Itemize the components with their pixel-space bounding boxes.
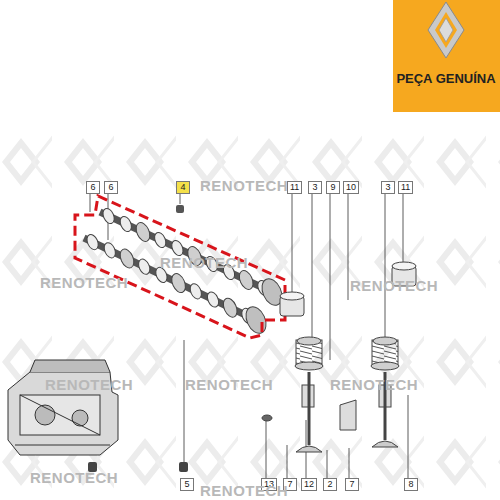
callout-number: 12 — [301, 478, 317, 491]
watermark: RENOTECH — [200, 483, 288, 498]
watermark: RENOTECH — [45, 377, 133, 392]
watermark: RENOTECH — [160, 255, 248, 270]
callout-number: 4 — [176, 181, 190, 194]
watermark: RENOTECH — [200, 178, 288, 193]
callout-number: 3 — [308, 181, 322, 194]
callout-number: 11 — [398, 181, 413, 194]
callout-number: 3 — [381, 181, 395, 194]
callout-number: 6 — [86, 181, 100, 194]
callout-number: 8 — [404, 478, 418, 491]
watermark: RENOTECH — [350, 278, 438, 293]
callout-number: 7 — [345, 478, 359, 491]
callout-number: 11 — [287, 181, 302, 194]
watermark: RENOTECH — [185, 377, 273, 392]
watermark: RENOTECH — [40, 275, 128, 290]
callout-number: 2 — [323, 478, 337, 491]
watermark: RENOTECH — [330, 377, 418, 392]
watermark: RENOTECH — [30, 470, 118, 485]
badge-text: PEÇA GENUÍNA — [396, 72, 495, 85]
callout-number: 9 — [326, 181, 340, 194]
callout-number: 10 — [343, 181, 359, 194]
callout-number: 5 — [180, 478, 194, 491]
callout-number: 6 — [104, 181, 118, 194]
